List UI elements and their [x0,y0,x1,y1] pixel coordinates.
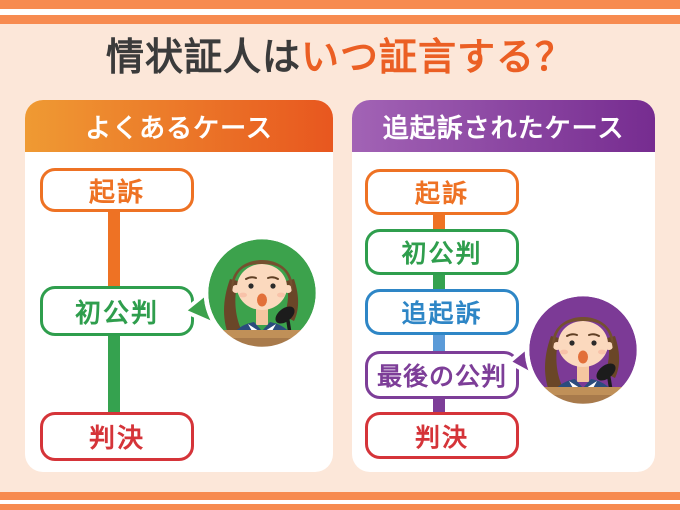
page-title-highlight: いつ証言する？ [301,37,575,79]
step-hanketsu: 判決 [365,412,519,459]
step-shokohan: 初公判 [40,286,194,336]
card-additional-prosecution-case: 追起訴されたケース 起訴 初公判 追起訴 最後の公判 判決 [352,100,655,472]
step-hanketsu: 判決 [40,412,194,461]
bottom-frame-gap [0,500,680,504]
bottom-frame-stripe-inner [0,492,680,500]
page-title-prefix: 情状証人は [105,37,301,79]
common-case-header: よくあるケース [25,100,333,152]
step-kiso: 起訴 [365,169,519,215]
step-tsuikiso: 追起訴 [365,289,519,335]
step-kiso: 起訴 [40,168,194,212]
witness-at-podium-icon [180,234,321,352]
top-frame-stripe-inner [0,15,680,24]
flow-connector-shokohan-hanketsu [108,326,120,418]
witness-at-podium-icon [505,291,642,409]
additional-case-header: 追起訴されたケース [352,100,655,152]
top-frame-gap [0,9,680,15]
flow-connector-kiso-shokohan [108,200,120,292]
step-saigo-no-kohan: 最後の公判 [365,351,519,399]
step-shokohan: 初公判 [365,229,519,275]
bottom-frame-stripe [0,504,680,510]
card-common-case: よくあるケース 起訴 初公判 判決 [25,100,333,472]
top-frame-stripe [0,0,680,9]
page-title: 情状証人はいつ証言する？ [0,26,680,81]
